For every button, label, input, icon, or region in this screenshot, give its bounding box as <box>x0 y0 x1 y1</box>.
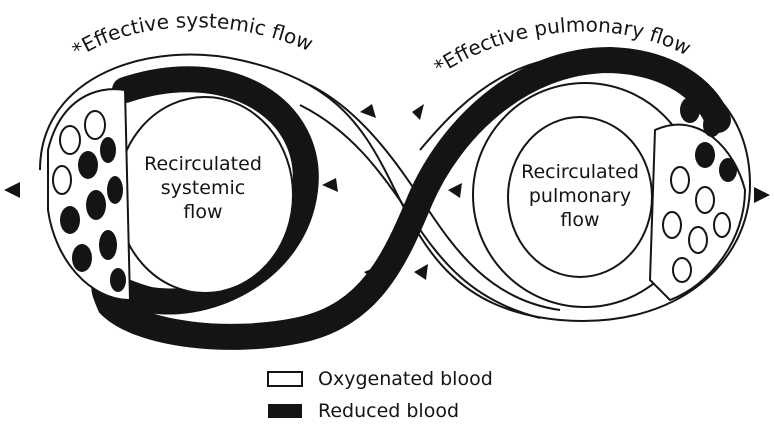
pulmonary-loop-label: Recirculated pulmonary flow <box>515 160 645 232</box>
arrow-lower-right <box>414 264 428 280</box>
legend-label-oxygenated: Oxygenated blood <box>318 368 493 390</box>
legend-swatch-reduced <box>268 404 302 418</box>
arrow-upper-left <box>360 104 376 118</box>
arrow-mid-left <box>322 178 338 192</box>
arrow-left-edge <box>4 182 20 198</box>
legend-label-reduced: Reduced blood <box>318 400 459 422</box>
arrow-right-edge <box>754 187 770 203</box>
arrow-upper-right <box>412 104 424 120</box>
legend-swatch-oxygenated <box>268 372 302 386</box>
arrow-mid-right <box>448 183 462 198</box>
systemic-loop-label: Recirculated systemic flow <box>138 152 268 224</box>
legend-item-oxygenated: Oxygenated blood <box>318 367 493 391</box>
legend-item-reduced: Reduced blood <box>318 399 459 423</box>
systemic-capillary-bed <box>48 89 130 300</box>
pulmonary-capillary-bed <box>650 97 745 300</box>
